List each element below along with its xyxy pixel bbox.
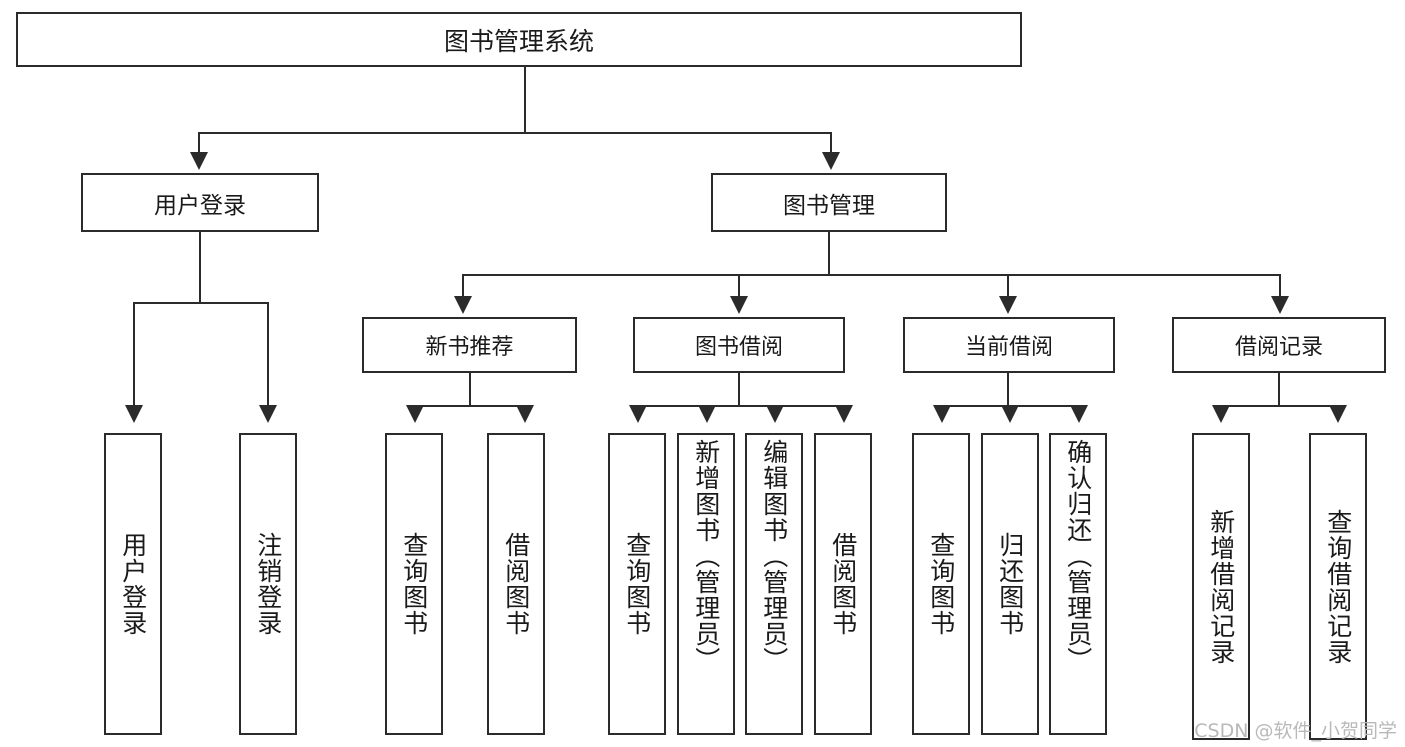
leaf-borrow-books-recommend[interactable]: 借阅图书 [487,433,545,735]
leaf-label: 查询图书 [399,532,429,636]
arrow-new-books-to-leaf-2 [516,405,534,423]
node-user-login[interactable]: 用户登录 [81,173,319,232]
connector-root-to-book-mgmt [830,132,832,154]
node-label: 新书推荐 [425,335,514,360]
leaf-user-login[interactable]: 用户登录 [104,433,162,735]
leaf-label: 编辑图书（管理员） [759,439,789,673]
arrow-current-borrow-to-leaf-1 [933,405,951,423]
connector-user-login-stem [199,232,201,303]
leaf-edit-book-admin[interactable]: 编辑图书（管理员） [745,433,803,735]
leaf-label: 注销登录 [253,532,283,636]
leaf-label: 新增图书（管理员） [691,439,721,673]
node-label: 用户登录 [154,192,246,219]
node-label: 图书借阅 [694,335,783,360]
connector-new-books-stem [469,373,471,406]
leaf-confirm-return-admin[interactable]: 确认归还（管理员） [1049,433,1107,735]
connector-borrow-records-stem [1278,373,1280,406]
leaf-label: 查询图书 [622,532,652,636]
node-root-system[interactable]: 图书管理系统 [16,12,1022,67]
arrow-borrow-records-to-leaf-1 [1212,405,1230,423]
leaf-query-books-recommend[interactable]: 查询图书 [385,433,443,735]
leaf-borrow-books[interactable]: 借阅图书 [814,433,872,735]
node-book-management[interactable]: 图书管理 [711,173,947,232]
connector-user-login-drop-1 [133,302,135,407]
arrow-book-mgmt-to-new-books [454,296,472,314]
arrow-root-to-book-mgmt [822,152,840,170]
leaf-label: 借阅图书 [501,532,531,636]
leaf-label: 新增借阅记录 [1206,508,1236,665]
leaf-label: 查询借阅记录 [1323,508,1353,665]
connector-new-books-bus [414,405,524,407]
arrow-new-books-to-leaf-1 [406,405,424,423]
leaf-add-borrow-record[interactable]: 新增借阅记录 [1192,433,1250,740]
connector-root-stem [524,67,526,133]
leaf-query-borrow-record[interactable]: 查询借阅记录 [1309,433,1367,740]
node-label: 借阅记录 [1234,335,1323,360]
connector-current-borrow-stem [1007,373,1009,406]
node-label: 图书管理 [783,192,875,219]
connector-root-to-user-login [198,132,200,154]
arrow-current-borrow-to-leaf-3 [1070,405,1088,423]
arrow-book-borrow-to-leaf-1 [629,405,647,423]
leaf-label: 归还图书 [995,532,1025,636]
connector-book-mgmt-drop-2 [738,274,740,298]
connector-book-borrow-bus [637,405,844,407]
connector-book-mgmt-drop-4 [1279,274,1281,298]
arrow-root-to-user-login [190,152,208,170]
connector-borrow-records-bus [1220,405,1337,407]
leaf-add-book-admin[interactable]: 新增图书（管理员） [677,433,735,735]
arrow-book-borrow-to-leaf-2 [698,405,716,423]
connector-book-borrow-stem [738,373,740,406]
connector-book-mgmt-stem [828,232,830,275]
leaf-return-books[interactable]: 归还图书 [981,433,1039,735]
connector-user-login-bus [133,302,267,304]
leaf-label: 用户登录 [118,532,148,636]
connector-book-mgmt-drop-1 [462,274,464,298]
arrow-user-login-to-leaf-2 [259,405,277,423]
node-label: 当前借阅 [964,335,1053,360]
arrow-current-borrow-to-leaf-2 [1001,405,1019,423]
leaf-label: 确认归还（管理员） [1063,439,1093,673]
arrow-book-borrow-to-leaf-4 [835,405,853,423]
leaf-query-books-borrow[interactable]: 查询图书 [608,433,666,735]
arrow-book-mgmt-to-borrow [730,296,748,314]
arrow-user-login-to-leaf-1 [125,405,143,423]
node-current-borrow[interactable]: 当前借阅 [903,317,1115,373]
node-new-book-recommend[interactable]: 新书推荐 [362,317,577,373]
connector-user-login-drop-2 [267,302,269,407]
node-label: 图书管理系统 [443,26,594,56]
arrow-book-mgmt-to-current [999,296,1017,314]
leaf-label: 查询图书 [926,532,956,636]
leaf-logout[interactable]: 注销登录 [239,433,297,735]
connector-book-mgmt-bus [462,274,1279,276]
csdn-watermark: CSDN @软件_小贺同学 [1194,720,1397,742]
node-book-borrow[interactable]: 图书借阅 [633,317,845,373]
arrow-book-mgmt-to-records [1271,296,1289,314]
arrow-book-borrow-to-leaf-3 [766,405,784,423]
connector-book-mgmt-drop-3 [1007,274,1009,298]
connector-root-bus [198,132,832,134]
leaf-label: 借阅图书 [828,532,858,636]
leaf-query-books-current[interactable]: 查询图书 [912,433,970,735]
node-borrow-records[interactable]: 借阅记录 [1172,317,1386,373]
arrow-borrow-records-to-leaf-2 [1329,405,1347,423]
